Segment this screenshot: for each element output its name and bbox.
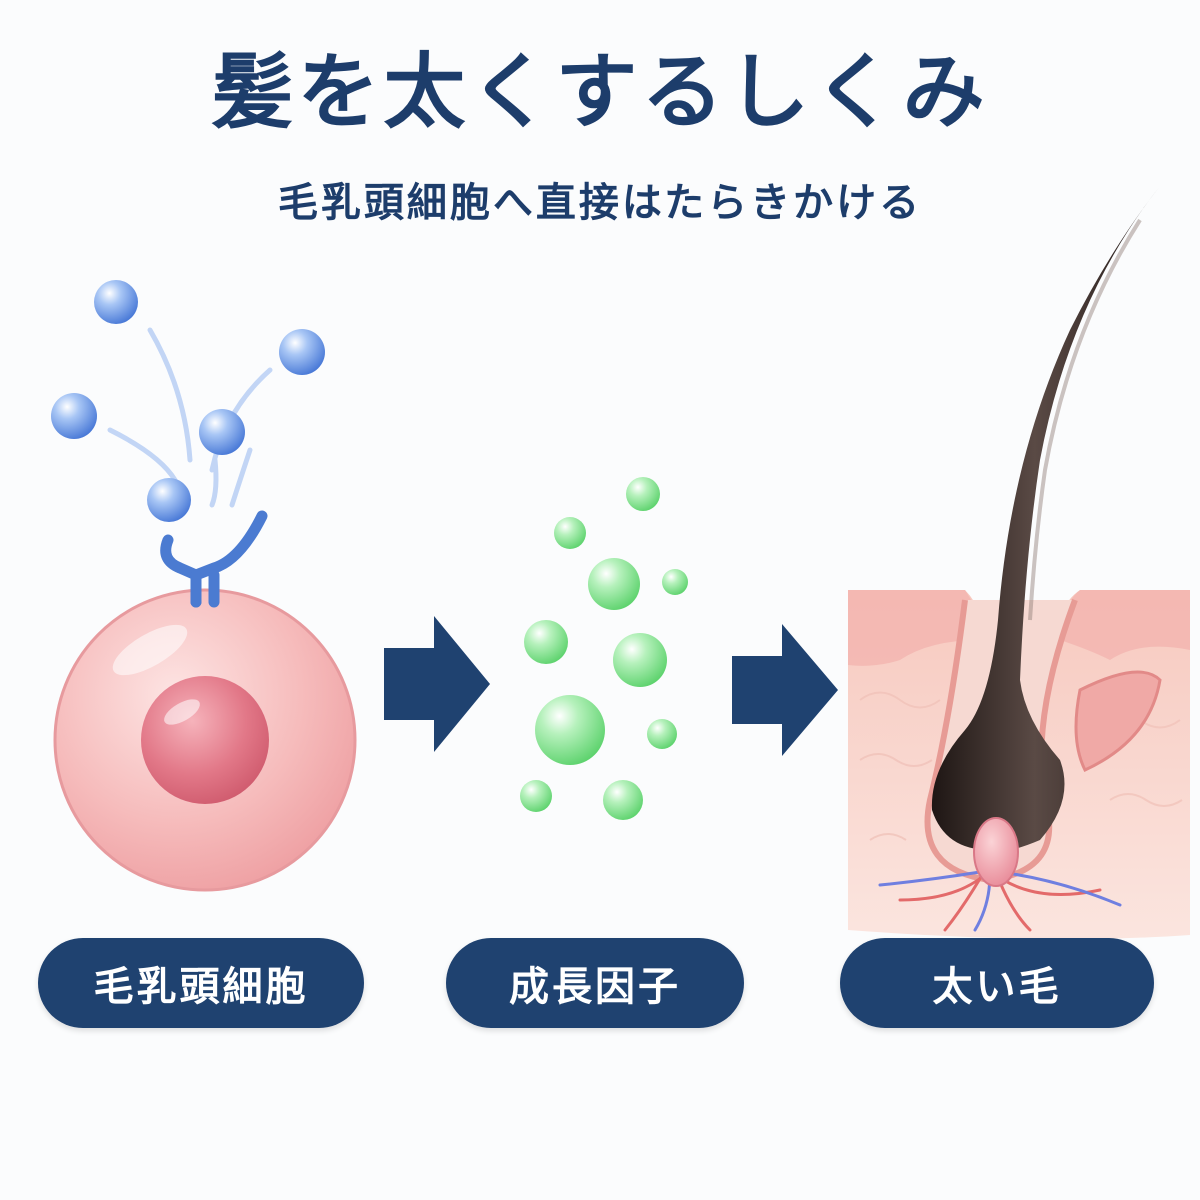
molecule-icon (199, 409, 245, 455)
cell-icon (51, 280, 357, 892)
step-label-growth-factor: 成長因子 (446, 938, 744, 1028)
molecule-icon (94, 280, 138, 324)
step-label-dermal-papilla-cell: 毛乳頭細胞 (38, 938, 364, 1028)
molecule-icon (279, 329, 325, 375)
page-title: 髪を太くするしくみ (211, 45, 989, 140)
molecule-icon (147, 478, 191, 522)
growth-factor-icon (520, 477, 688, 820)
step-label-thick-hair: 太い毛 (840, 938, 1154, 1028)
arrow-right-icon (732, 624, 838, 756)
page-subtitle: 毛乳頭細胞へ直接はたらきかける (277, 180, 923, 226)
receptor-icon (160, 510, 268, 608)
molecule-icon (51, 393, 97, 439)
hair-follicle-icon (848, 186, 1190, 939)
arrow-right-icon (384, 616, 490, 752)
